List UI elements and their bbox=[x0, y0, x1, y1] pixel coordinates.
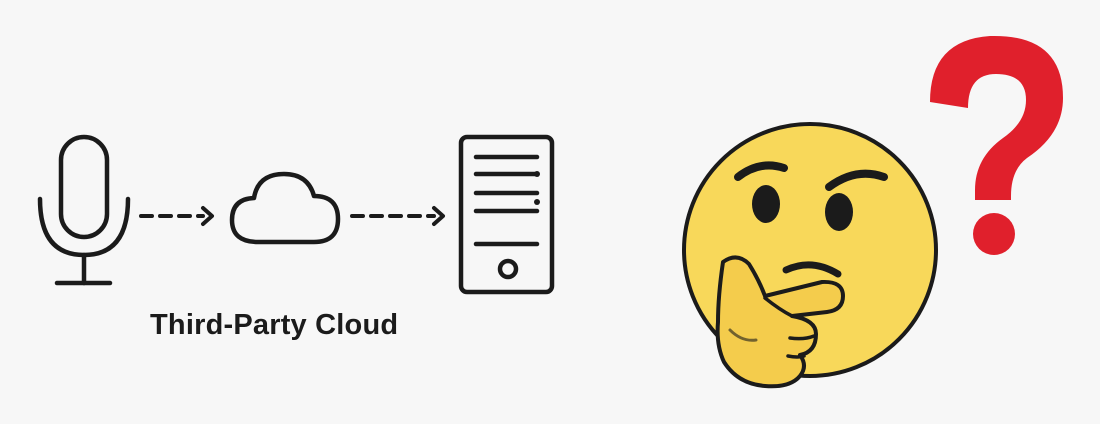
server-led-2 bbox=[534, 199, 540, 205]
server-icon bbox=[458, 134, 555, 295]
dashed-arrow-cloud-to-server bbox=[350, 206, 445, 226]
question-mark-icon bbox=[930, 35, 1063, 255]
diagram-caption: Third-Party Cloud bbox=[150, 309, 399, 341]
dashed-arrow-mic-to-cloud bbox=[139, 206, 214, 226]
microphone-icon bbox=[37, 134, 131, 286]
server-led-1 bbox=[534, 171, 540, 177]
cloud-icon bbox=[229, 171, 341, 245]
thinking-face-emoji bbox=[682, 122, 938, 389]
